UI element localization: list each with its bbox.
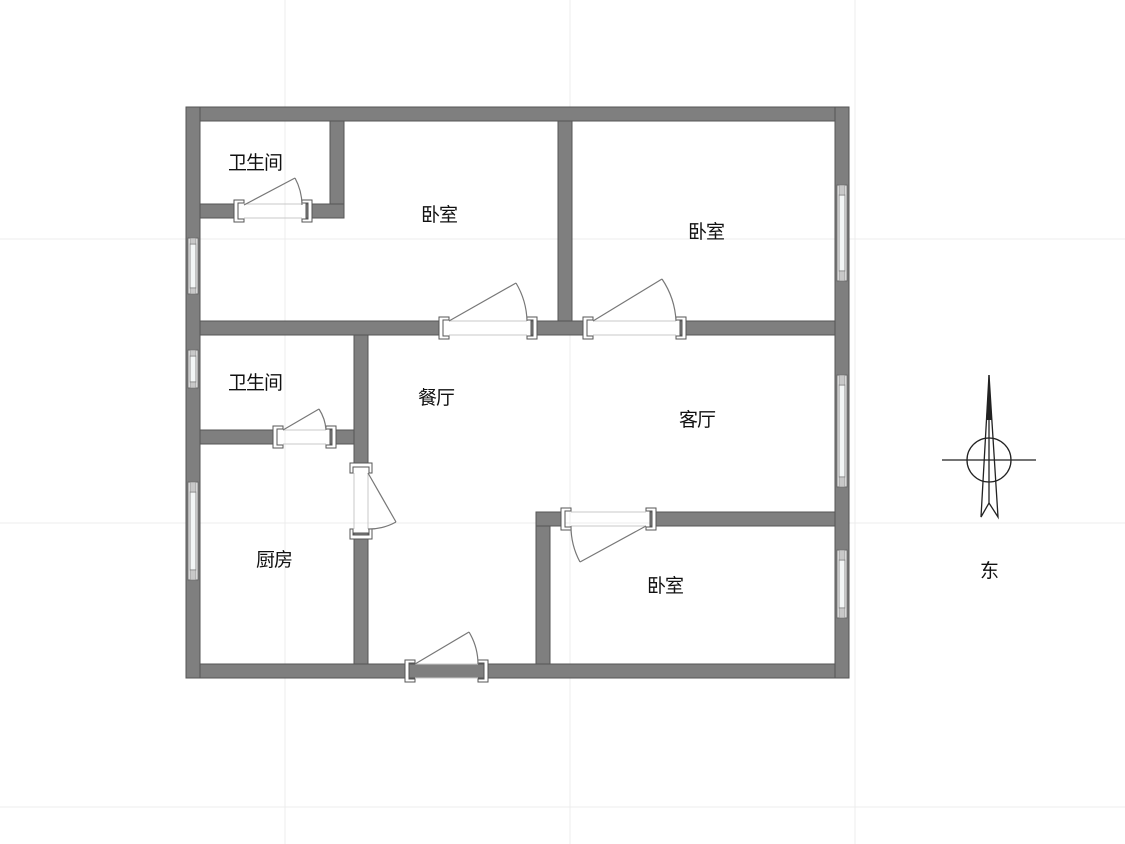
window-left-2 [187, 349, 199, 389]
bath1-wall-bottom-b [305, 203, 345, 219]
door-kitchen [349, 462, 397, 540]
door-bedroom-2 [582, 278, 687, 340]
window-left-1 [187, 237, 199, 295]
compass-icon [942, 374, 1036, 520]
room-label-bedroom-1: 卧室 [421, 204, 458, 226]
bedroom3-wall-top-b [649, 511, 836, 527]
outer-wall-left [185, 106, 201, 679]
doors [233, 177, 687, 683]
wall-bedrooms-divider [557, 120, 573, 336]
door-bedroom-1 [438, 282, 538, 340]
mid-wall-b [530, 320, 588, 336]
bath1-wall-bottom-a [199, 203, 239, 219]
bath1-wall-right [329, 120, 345, 219]
door-bedroom-3 [560, 507, 657, 563]
room-label-bathroom-1: 卫生间 [228, 152, 283, 174]
room-label-dining-room: 餐厅 [418, 387, 455, 409]
bath2-wall-bottom-a [199, 429, 278, 445]
window-right-1 [836, 184, 848, 282]
compass-direction-label: 东 [980, 560, 999, 582]
mid-wall-a [199, 320, 444, 336]
room-label-bathroom-2: 卫生间 [228, 372, 283, 394]
room-label-bedroom-2: 卧室 [688, 221, 725, 243]
outer-wall-top [185, 106, 850, 122]
door-entrance [404, 631, 489, 683]
door-bathroom-1 [233, 177, 313, 223]
dining-wall-left-bottom [353, 532, 369, 665]
bedroom3-wall-left [535, 511, 551, 665]
outer-wall-bottom [185, 663, 850, 679]
windows [187, 184, 848, 619]
room-label-kitchen: 厨房 [256, 549, 293, 571]
window-right-3 [836, 549, 848, 619]
dining-wall-left-top [353, 334, 369, 468]
room-label-living-room: 客厅 [679, 409, 716, 431]
room-label-bedroom-3: 卧室 [647, 575, 684, 597]
window-left-3 [187, 481, 199, 581]
window-right-2 [836, 374, 848, 488]
mid-wall-c [679, 320, 836, 336]
door-bathroom-2 [272, 408, 337, 449]
